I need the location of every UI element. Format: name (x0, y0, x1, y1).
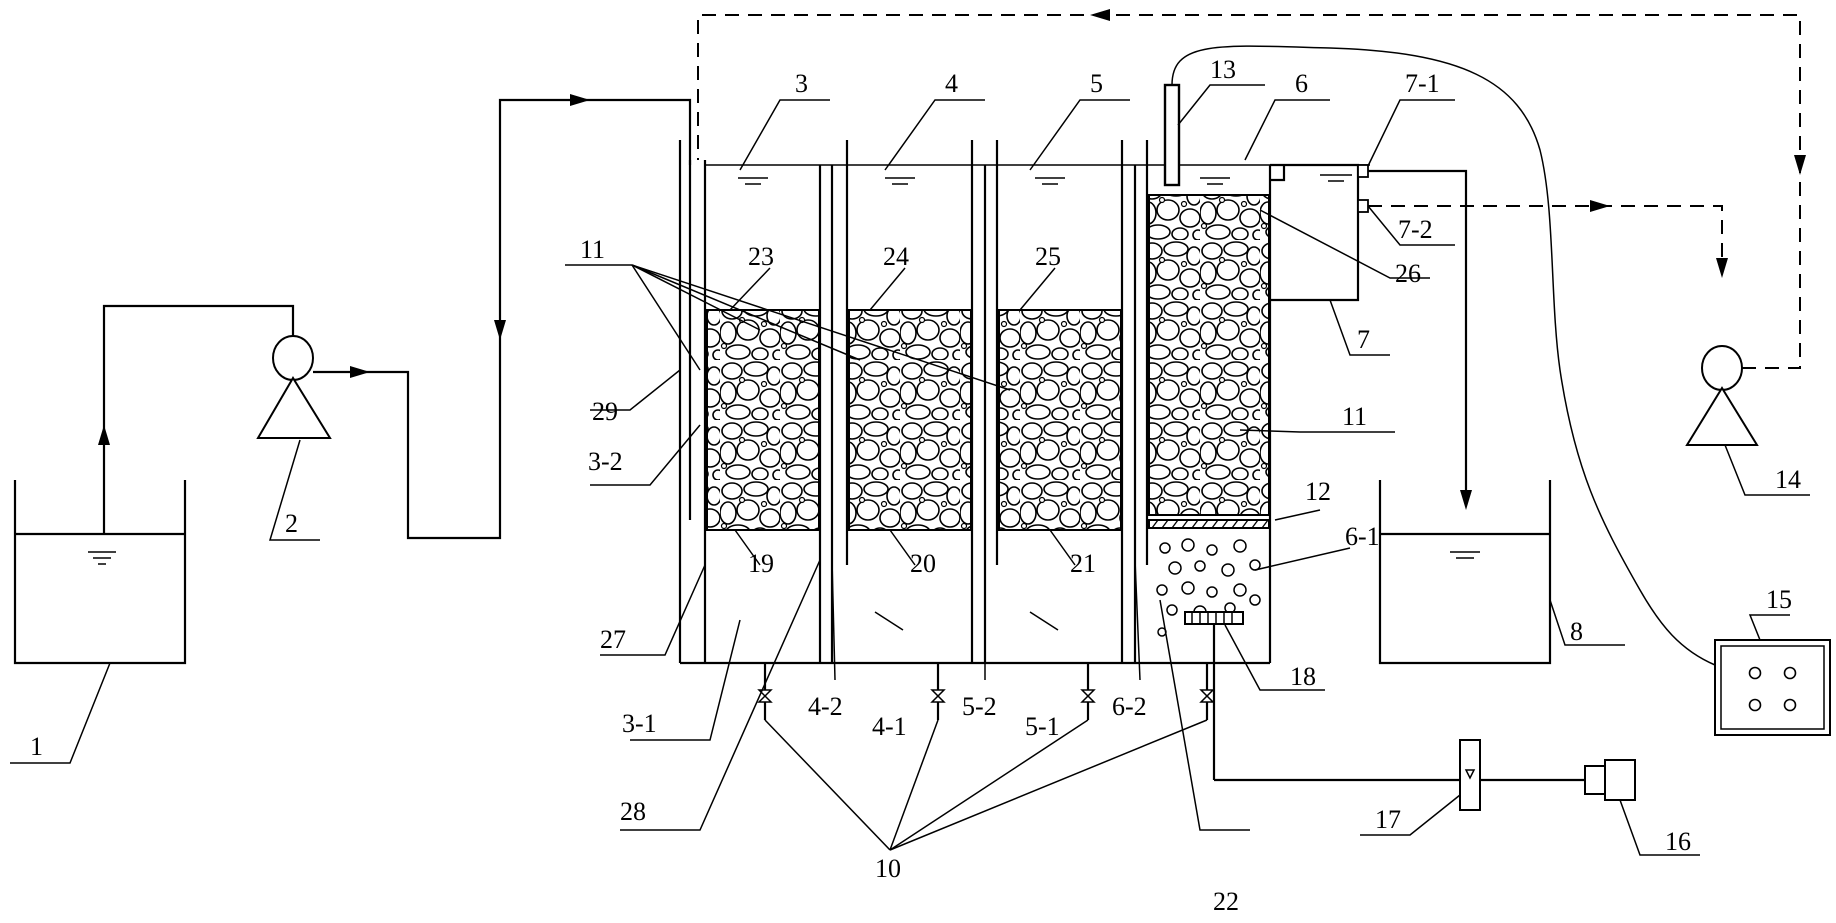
label-5-2: 5-2 (962, 692, 997, 721)
label-17: 17 (1375, 805, 1401, 834)
air-blower (1584, 759, 1636, 801)
label-2: 2 (285, 509, 298, 538)
label-3-1: 3-1 (622, 709, 657, 738)
label-4-1: 4-1 (872, 712, 907, 741)
media-bed-6 (1148, 194, 1270, 516)
label-11-right: 11 (1342, 402, 1367, 431)
leader-lines (10, 84, 1810, 856)
label-3: 3 (795, 69, 808, 98)
support-plate-hatch (1151, 519, 1269, 529)
label-25: 25 (1035, 242, 1061, 271)
label-3-2: 3-2 (588, 447, 623, 476)
feed-tank (13, 480, 187, 665)
flow-arrow (98, 425, 110, 445)
label-8: 8 (1570, 617, 1583, 646)
label-14: 14 (1775, 465, 1801, 494)
label-28: 28 (620, 797, 646, 826)
do-probe (1163, 83, 1181, 187)
probe-cable (1171, 45, 1716, 666)
label-27: 27 (600, 625, 626, 654)
label-6-2: 6-2 (1112, 692, 1147, 721)
media-bed-5 (998, 309, 1122, 531)
label-6: 6 (1295, 69, 1308, 98)
label-11-left: 11 (580, 235, 605, 264)
label-4: 4 (945, 69, 958, 98)
controller (1714, 639, 1831, 736)
label-6-1: 6-1 (1345, 522, 1380, 551)
label-29: 29 (592, 397, 618, 426)
feed-pump (256, 335, 332, 439)
label-19: 19 (748, 549, 774, 578)
water-level-marks (738, 177, 1230, 185)
media-bed-4 (848, 309, 972, 531)
recycle-pump (1685, 345, 1759, 446)
flow-arrow (350, 366, 370, 378)
label-5-1: 5-1 (1025, 712, 1060, 741)
support-plate (1148, 519, 1270, 529)
label-24: 24 (883, 242, 909, 271)
flowmeter (1459, 739, 1481, 811)
aerator (1184, 611, 1244, 780)
effluent-tank (1378, 480, 1552, 665)
label-4-2: 4-2 (808, 692, 843, 721)
feed-pipe-1 (102, 304, 295, 534)
label-23: 23 (748, 242, 774, 271)
label-10: 10 (875, 854, 901, 883)
label-7: 7 (1357, 325, 1370, 354)
feed-pipe-2 (313, 98, 692, 540)
label-15: 15 (1766, 585, 1792, 614)
label-12: 12 (1305, 477, 1331, 506)
label-16: 16 (1665, 827, 1691, 856)
label-20: 20 (910, 549, 936, 578)
label-22: 22 (1213, 887, 1239, 916)
leader-10 (764, 719, 1208, 851)
effluent-weir (1270, 163, 1369, 302)
label-26: 26 (1395, 259, 1421, 288)
label-1: 1 (30, 732, 43, 761)
label-7-1: 7-1 (1405, 69, 1440, 98)
media-bed-3 (706, 309, 820, 531)
flow-arrow (570, 94, 590, 106)
air-bubbles (1156, 538, 1261, 637)
label-7-2: 7-2 (1398, 215, 1433, 244)
label-13: 13 (1210, 55, 1236, 84)
drain-valves (757, 663, 1215, 720)
label-18: 18 (1290, 662, 1316, 691)
effluent-pipe (1368, 169, 1468, 505)
label-21: 21 (1070, 549, 1096, 578)
recycle-line (1368, 205, 1723, 272)
flow-arrow (494, 320, 506, 340)
label-5: 5 (1090, 69, 1103, 98)
